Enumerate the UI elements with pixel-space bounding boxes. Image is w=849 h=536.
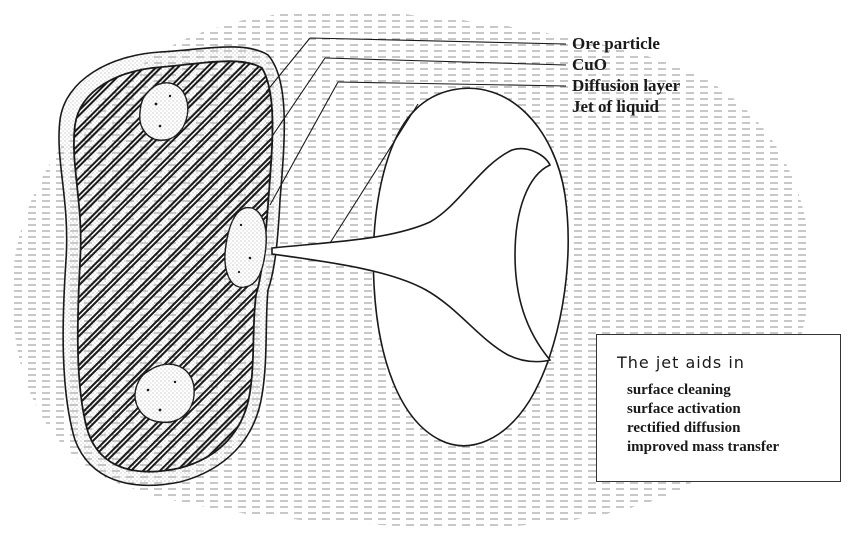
info-list: surface cleaning surface activation rect… xyxy=(627,381,779,457)
list-item: improved mass transfer xyxy=(627,438,779,457)
list-item: surface cleaning xyxy=(627,381,779,400)
label-jet-of-liquid: Jet of liquid xyxy=(572,97,659,117)
label-ore-particle: Ore particle xyxy=(572,34,660,54)
label-cuo: CuO xyxy=(572,55,607,75)
info-heading: The jet aids in xyxy=(617,353,745,372)
info-box: The jet aids in surface cleaning surface… xyxy=(596,334,841,482)
list-item: surface activation xyxy=(627,400,779,419)
label-diffusion-layer: Diffusion layer xyxy=(572,76,680,96)
list-item: rectified diffusion xyxy=(627,419,779,438)
